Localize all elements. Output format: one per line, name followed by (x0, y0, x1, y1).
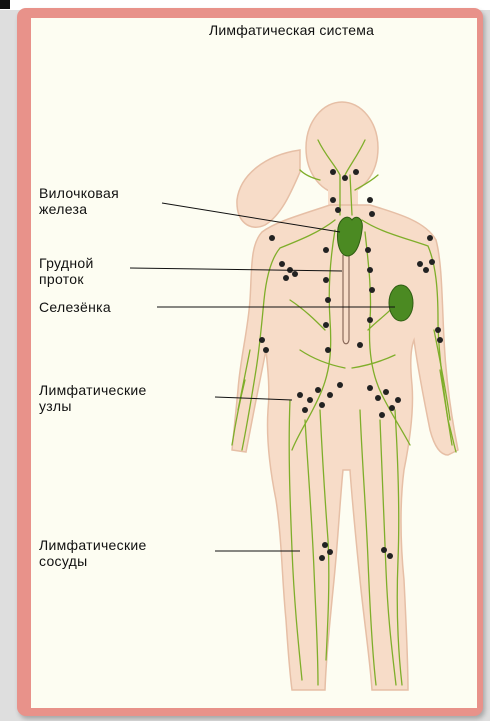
label-lymph-nodes-line2: узлы (39, 398, 147, 414)
label-lymph-vessels-line1: Лимфатические (39, 537, 147, 553)
label-thoracic-duct-line2: проток (39, 271, 94, 287)
label-lymph-nodes-line1: Лимфатические (39, 382, 147, 398)
label-thymus-line1: Вилочковая (39, 185, 119, 201)
spleen-shape (389, 285, 413, 321)
label-lymph-vessels: Лимфатические сосуды (39, 537, 147, 569)
diagram-title: Лимфатическая система (209, 22, 374, 38)
label-spleen-line1: Селезёнка (39, 299, 111, 315)
body-silhouette (232, 102, 458, 690)
label-lymph-vessels-line2: сосуды (39, 553, 147, 569)
label-spleen: Селезёнка (39, 299, 111, 315)
label-thoracic-duct-line1: Грудной (39, 255, 94, 271)
label-thymus-line2: железа (39, 201, 119, 217)
label-lymph-nodes: Лимфатические узлы (39, 382, 147, 414)
label-thymus: Вилочковая железа (39, 185, 119, 217)
label-thoracic-duct: Грудной проток (39, 255, 94, 287)
